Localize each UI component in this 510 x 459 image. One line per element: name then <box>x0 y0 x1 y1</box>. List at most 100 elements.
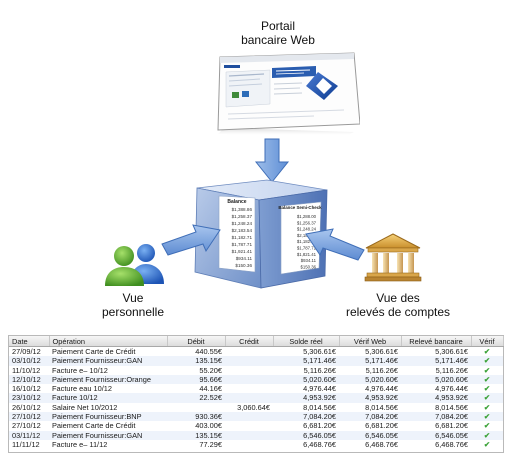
table-cell: 55.20€ <box>199 365 222 375</box>
balance-value: $1,787.71 <box>297 246 317 251</box>
table-cell: Paiement Fournisseur:BNP <box>49 412 167 422</box>
table-cell: 4,953.92€ <box>401 393 471 403</box>
table-cell: 403.00€ <box>195 421 222 431</box>
column-header[interactable]: Vérif <box>471 336 504 347</box>
table-cell: 6,546.05€ <box>401 430 471 440</box>
verified-check-icon[interactable]: ✔ <box>471 374 503 385</box>
arrow-from-statements <box>305 228 365 261</box>
table-cell <box>225 412 273 422</box>
portal-caption-line-2: bancaire Web <box>241 33 315 47</box>
side-sheet-title: Balance Semi-Check <box>278 205 322 210</box>
table-cell <box>225 347 273 357</box>
bank-icon <box>364 233 422 282</box>
balance-value: $934.11 <box>236 256 253 261</box>
verified-check-icon[interactable]: ✔ <box>471 393 503 403</box>
balance-value: $934.11 <box>301 258 317 263</box>
verified-check-icon[interactable]: ✔ <box>471 356 503 366</box>
table-cell: 5,020.60€ <box>401 374 471 385</box>
table-cell: Facture e– 10/12 <box>52 365 108 375</box>
statements-caption-line-2: relevés de comptes <box>345 305 451 319</box>
table-cell: 7,084.20€ <box>339 412 401 422</box>
table-cell: 4,953.92€ <box>339 393 401 403</box>
portal-caption-line-1: Portail <box>260 19 295 33</box>
verified-check-icon[interactable]: ✔ <box>483 384 491 394</box>
front-sheet-title: Balance <box>227 199 246 205</box>
column-header[interactable]: Vérif Web <box>339 336 402 347</box>
table-cell: Facture 10/12 <box>49 393 167 403</box>
balance-value: $1,182.71 <box>297 239 317 244</box>
table-cell: Paiement Carte de Crédit <box>52 421 136 431</box>
table-cell: Paiement Carte de Crédit <box>52 347 136 356</box>
balance-value: $150.36 <box>300 264 316 269</box>
table-cell <box>225 366 273 375</box>
table-cell: 135.15€ <box>167 356 225 366</box>
verified-check-icon[interactable]: ✔ <box>471 430 503 440</box>
balance-value: $1,388.86 <box>232 207 253 212</box>
column-header[interactable]: Crédit <box>225 336 274 347</box>
verified-check-icon[interactable]: ✔ <box>483 421 491 431</box>
table-cell: 5,306.61€ <box>435 347 468 356</box>
table-cell: Facture e– 11/12 <box>52 439 108 449</box>
verified-check-icon[interactable]: ✔ <box>483 347 491 356</box>
table-cell: 22.52€ <box>167 393 225 403</box>
balance-value: $1,248.24 <box>232 221 253 226</box>
table-cell: Facture eau 10/12 <box>52 384 112 394</box>
table-cell: 7,084.20€ <box>273 412 339 422</box>
table-cell: 6,681.20€ <box>365 421 398 431</box>
table-cell: 26/10/12 <box>12 402 41 412</box>
table-cell: 4,976.44€ <box>435 384 468 394</box>
balance-value: $150.36 <box>235 263 252 268</box>
verified-check-icon[interactable]: ✔ <box>471 412 503 422</box>
table-cell: 4,976.44€ <box>303 384 336 394</box>
table-cell: 5,306.61€ <box>303 347 336 356</box>
table-cell: 5,171.46€ <box>401 356 471 366</box>
verified-check-icon[interactable]: ✔ <box>483 365 491 375</box>
balance-value: $1,258.37 <box>232 214 253 219</box>
table-cell: 3,060.64€ <box>237 402 270 412</box>
verified-check-icon[interactable]: ✔ <box>483 439 491 449</box>
table-cell: 6,681.20€ <box>435 421 468 431</box>
balance-value: $1,921.41 <box>232 249 253 254</box>
balance-value: $1,787.71 <box>232 242 253 247</box>
table-cell <box>225 374 273 385</box>
column-header[interactable]: Opération <box>49 336 168 347</box>
table-cell: 5,116.26€ <box>303 365 336 375</box>
balance-value: $1,288.00 <box>297 214 317 219</box>
table-cell: Paiement Fournisseur:Orange <box>49 374 167 385</box>
table-row[interactable]: 16/10/12 Facture eau 10/12 44.16€ 4,976.44€… <box>9 384 503 393</box>
verified-check-icon[interactable]: ✔ <box>483 402 491 412</box>
column-header[interactable]: Solde réel <box>273 336 340 347</box>
table-cell: 5,020.60€ <box>339 374 401 385</box>
balance-value: $1,821.41 <box>297 252 317 257</box>
table-cell: 6,546.05€ <box>273 430 339 440</box>
table-cell <box>225 421 273 430</box>
column-header[interactable]: Relevé bancaire <box>401 336 472 347</box>
statements-caption: Vue des relevés de comptes <box>338 291 458 319</box>
table-cell: 6,681.20€ <box>303 421 336 431</box>
table-cell: 5,116.26€ <box>435 365 468 375</box>
table-cell: 11/11/12 <box>12 439 40 449</box>
arrow-down <box>254 138 290 183</box>
table-cell: 44.16€ <box>199 384 222 394</box>
table-cell <box>225 384 273 393</box>
table-cell: 16/10/12 <box>12 384 41 394</box>
table-cell: 6,546.05€ <box>339 430 401 440</box>
personal-caption-line-1: Vue <box>122 291 144 305</box>
column-header[interactable]: Débit <box>167 336 226 347</box>
table-cell: 8,014.56€ <box>365 402 398 412</box>
table-cell: 27/10/12 <box>9 412 49 422</box>
table-cell: 4,953.92€ <box>273 393 339 403</box>
column-header[interactable]: Date <box>9 336 50 347</box>
table-cell: 03/10/12 <box>9 356 49 366</box>
